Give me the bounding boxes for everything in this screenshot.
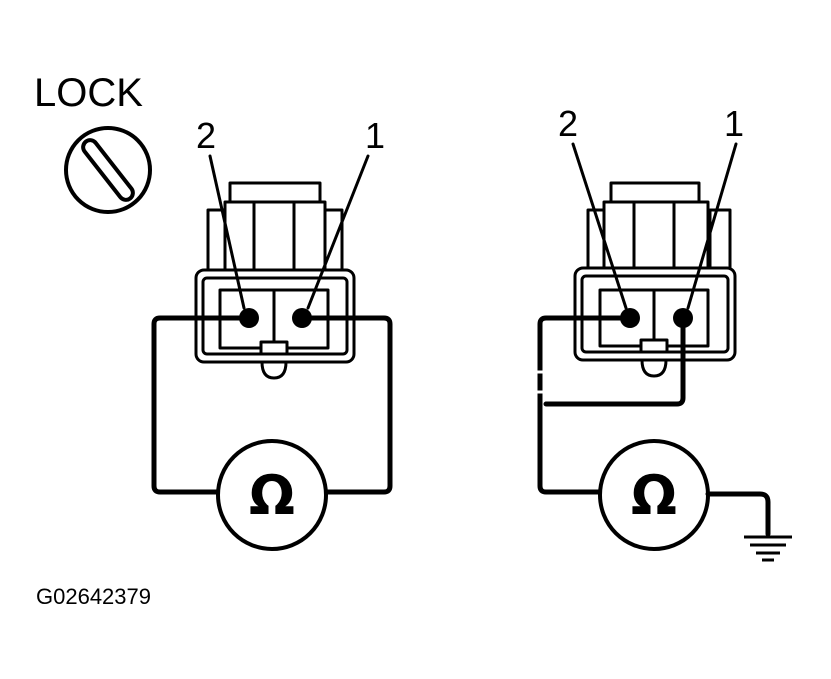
right-pin2-label: 2 [558,103,578,144]
left-test-lead-1 [299,315,393,495]
ignition-lock-icon [64,126,152,214]
left-test-lead-2 [151,315,252,495]
left-ohm-symbol: Ω [249,464,295,527]
right-test-lead-2 [537,315,633,495]
right-test-lead-1 [543,315,686,407]
lock-label: LOCK [34,71,143,115]
ground-icon [744,535,792,562]
left-pin2-label: 2 [196,115,216,156]
left-pin1-leader [306,154,370,310]
right-connector-icon [573,181,737,378]
right-ohmmeter-icon: Ω [598,439,710,551]
left-connector-icon [194,181,356,380]
right-pin1-label: 1 [724,103,744,144]
right-pin2-leader [571,142,628,310]
figure-code: G02642379 [36,584,151,609]
ground-lead [705,491,771,537]
right-pin1-leader [686,142,738,310]
left-pin2-leader [208,154,246,310]
left-ohmmeter-icon: Ω [216,439,328,551]
right-ohm-symbol: Ω [631,464,677,527]
left-pin1-label: 1 [365,115,385,156]
